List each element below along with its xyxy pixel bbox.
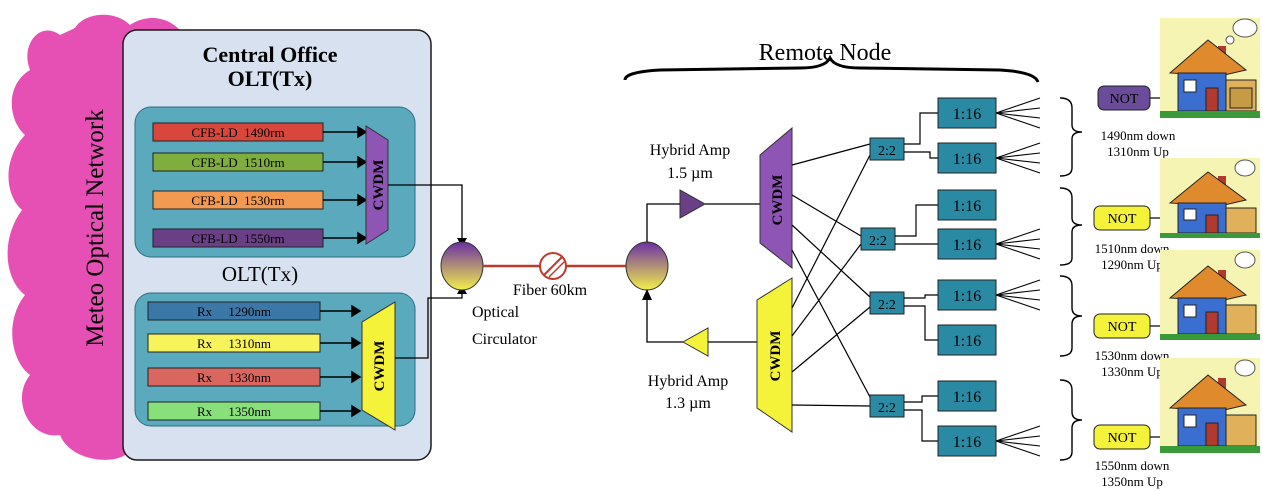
house-icon: [1160, 158, 1260, 238]
fiber-spool-icon: [539, 252, 567, 280]
amp-up-label-line1: Hybrid Amp: [648, 373, 728, 390]
circulator-label-line1: Optical: [472, 304, 520, 321]
coupler-label: 2:2: [878, 401, 896, 416]
transmitter-label: CFB-LD 1510rm: [191, 155, 284, 170]
splitter-label: 1:16: [953, 198, 981, 215]
coupler-splitter-links: [895, 112, 938, 442]
upstream-wavelength: 1310nm Up: [1107, 144, 1169, 159]
hybrid-amp-down: [679, 189, 707, 219]
house-icon: [1160, 18, 1260, 118]
splitter-list: 1:16 1:16 1:16 1:16 1:16 1:16 1:16 1:16: [937, 97, 997, 457]
amp-down-label-line1: Hybrid Amp: [650, 142, 730, 159]
not-box: [1093, 313, 1151, 339]
rx-cwdm-label: CWDM: [372, 341, 388, 392]
receiver-arrows: [320, 304, 362, 418]
downstream-wavelength: 1510nm down: [1095, 241, 1170, 256]
splitter-box: [937, 324, 997, 356]
arrow-head: [642, 289, 652, 300]
cwdm-coupler-links: [791, 143, 871, 407]
receiver-label: Rx 1310nm: [197, 336, 271, 351]
receiver-panel: [134, 292, 416, 427]
coupler-box: [869, 394, 905, 418]
hybrid-amp-up: [681, 327, 709, 357]
not-label: NOT: [1110, 92, 1139, 107]
amp-up-label-line2: 1.3 µm: [665, 395, 711, 412]
transmitter-arrows: [323, 125, 368, 245]
rx-cwdm-mux: [361, 301, 396, 431]
house-list: [1160, 18, 1260, 453]
coupler-box: [869, 291, 905, 315]
remote-cwdm-down: [759, 126, 793, 270]
not-box: [1093, 205, 1151, 231]
splitter-label: 1:16: [953, 151, 981, 168]
splitter-fanout: [995, 97, 1041, 457]
node-connections: [646, 203, 760, 343]
tx-cwdm-label: CWDM: [371, 160, 387, 211]
remote-cwdm-up-label: CWDM: [768, 331, 784, 382]
splitter-label: 1:16: [953, 288, 981, 305]
receiver-label: Rx 1350nm: [197, 404, 271, 419]
receiver-label: Rx 1290nm: [197, 304, 271, 319]
upstream-wavelength: 1350nm Up: [1101, 474, 1163, 489]
olt-rx-title: OLT(Tx): [222, 262, 298, 286]
not-label: NOT: [1108, 212, 1137, 227]
transmitter-label: CFB-LD 1550rm: [191, 231, 284, 246]
co-connections: [388, 184, 463, 359]
coupler-list: 2:2 2:2 2:2 2:2: [860, 137, 905, 418]
not-box: [1093, 424, 1151, 450]
splitter-box: [937, 189, 997, 221]
wavelength-labels: 1490nm down 1310nm Up 1510nm down 1290nm…: [1095, 128, 1176, 489]
splitter-box: [937, 425, 997, 457]
coupler-label: 2:2: [878, 298, 896, 313]
splitter-box: [937, 97, 997, 129]
remote-cwdm-down-label: CWDM: [770, 175, 786, 226]
optical-circulator-left: [440, 241, 484, 291]
downstream-wavelength: 1530nm down: [1095, 348, 1170, 363]
splitter-box: [937, 380, 997, 412]
amp-down-label-line2: 1.5 µm: [667, 165, 713, 182]
downstream-wavelength: 1490nm down: [1101, 128, 1176, 143]
transmitter-label: CFB-LD 1530rm: [191, 193, 284, 208]
optical-circulator-right: [625, 241, 669, 291]
not-list: NOT NOT NOT NOT: [1093, 85, 1160, 450]
splitter-label: 1:16: [953, 434, 981, 451]
coupler-label: 2:2: [869, 234, 887, 249]
coupler-label: 2:2: [878, 144, 896, 159]
cloud-label: Meteo Optical Network: [82, 109, 109, 347]
splitter-label: 1:16: [953, 237, 981, 254]
splitter-label: 1:16: [953, 389, 981, 406]
central-office-title: Central Office: [203, 42, 338, 67]
splitter-label: 1:16: [953, 106, 981, 123]
transmitter-label: CFB-LD 1490rm: [191, 125, 284, 140]
house-icon: [1160, 358, 1260, 453]
upstream-wavelength: 1290nm Up: [1101, 257, 1163, 272]
coupler-box: [869, 137, 905, 161]
receiver-label: Rx 1330nm: [197, 370, 271, 385]
output-braces: [1059, 97, 1083, 461]
coupler-box: [860, 227, 896, 251]
house-icon: [1160, 250, 1260, 340]
transmitter-panel: [134, 106, 416, 258]
remote-cwdm-up: [756, 277, 793, 433]
splitter-box: [937, 142, 997, 174]
fiber-label: Fiber 60km: [513, 282, 588, 299]
not-label: NOT: [1108, 431, 1137, 446]
splitter-box: [937, 279, 997, 311]
not-label: NOT: [1108, 320, 1137, 335]
circulator-label-line2: Circulator: [472, 331, 538, 348]
splitter-label: 1:16: [953, 333, 981, 350]
transmitter-list: CFB-LD 1490rm CFB-LD 1510rm CFB-LD 1530r…: [152, 122, 324, 248]
downstream-wavelength: 1550nm down: [1095, 458, 1170, 473]
tx-cwdm-mux: [365, 125, 389, 245]
remote-node-brace: [623, 54, 1040, 83]
upstream-wavelength: 1330nm Up: [1101, 364, 1163, 379]
not-box: [1097, 85, 1151, 111]
olt-tx-title: OLT(Tx): [228, 66, 313, 91]
